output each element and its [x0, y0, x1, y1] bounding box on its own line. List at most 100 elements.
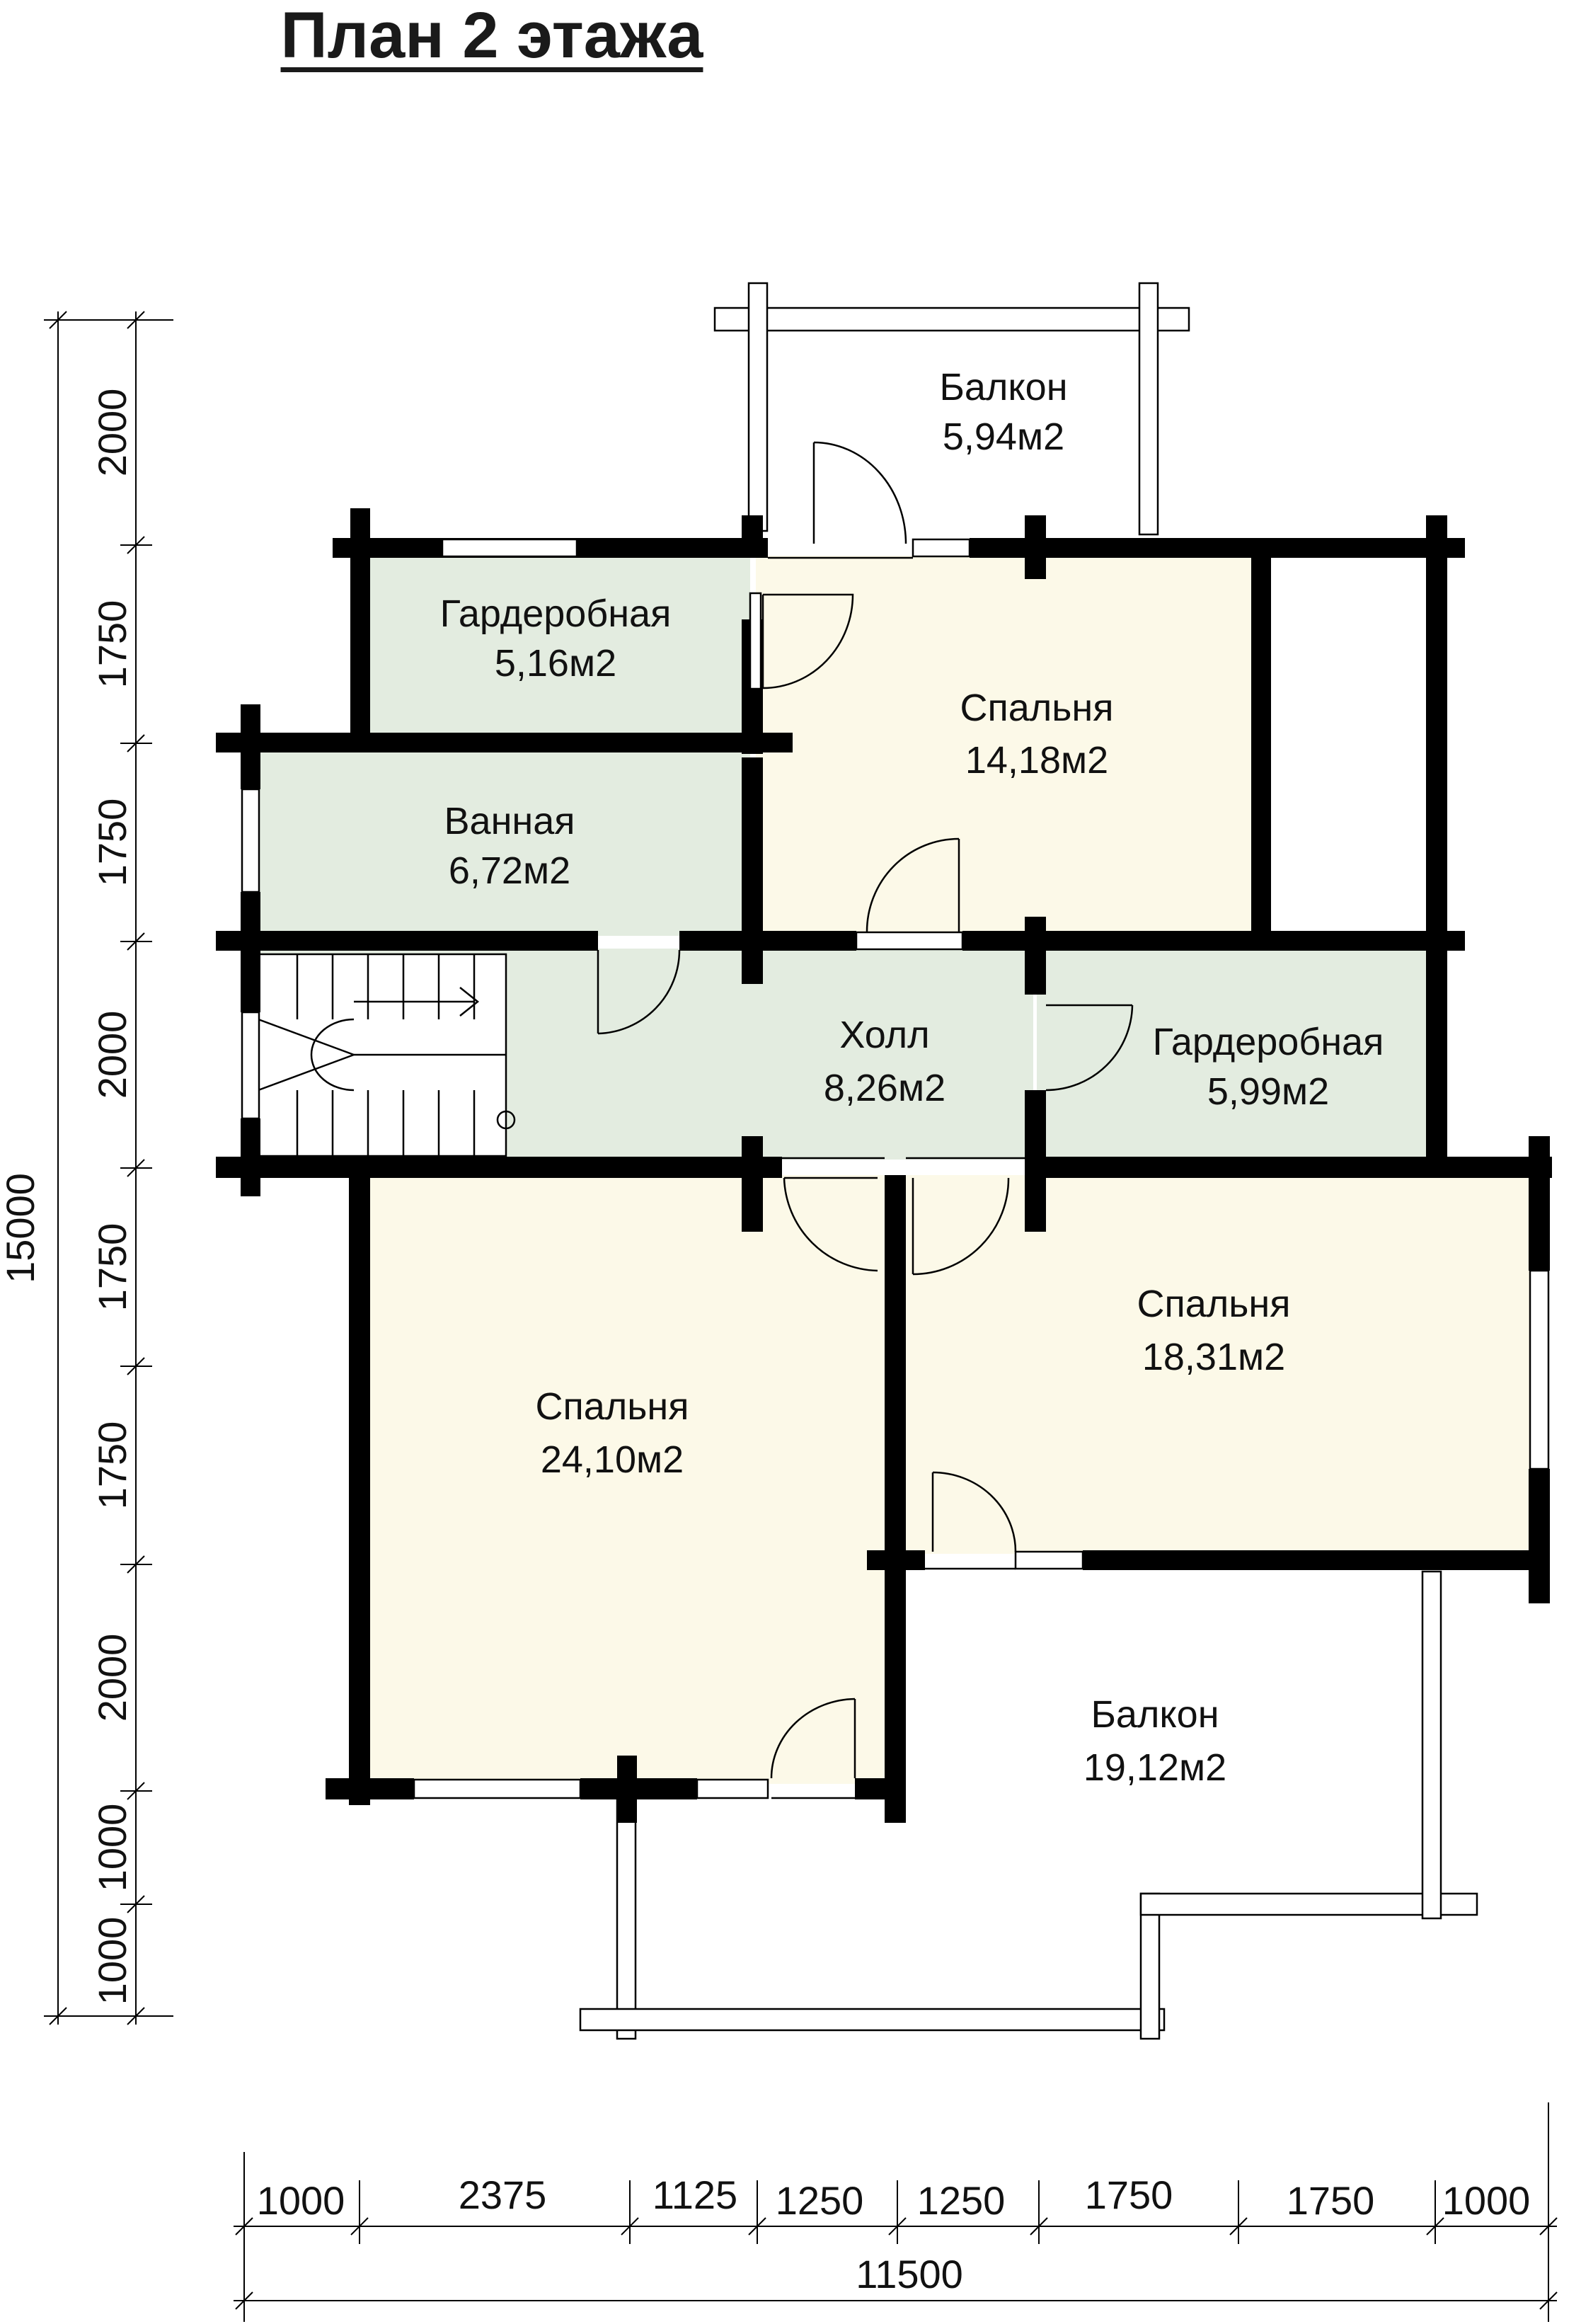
dimension-tick-mark [1539, 2217, 1558, 2236]
wall [742, 515, 763, 544]
room-area: 6,72м2 [449, 849, 570, 892]
bedroom-2-fill [904, 1175, 1538, 1554]
wall [867, 1550, 925, 1570]
room-area: 5,16м2 [495, 642, 616, 685]
wall [885, 1175, 906, 1823]
window [241, 788, 260, 893]
wall [241, 949, 260, 1012]
room-area: 24,10м2 [541, 1438, 684, 1481]
railing-top-left [747, 282, 769, 532]
room-area: 5,99м2 [1207, 1070, 1329, 1113]
plan-title: План 2 этажа [280, 0, 703, 71]
room-name: Балкон [1091, 1693, 1219, 1736]
window [413, 1778, 582, 1799]
dimension-tick-mark [127, 1782, 145, 1800]
door-balcony-bottom-left [770, 1698, 856, 1799]
wall [742, 1136, 763, 1232]
room-name: Балкон [939, 366, 1067, 408]
railing-bottom-left [616, 1790, 637, 2040]
window [912, 538, 971, 558]
bedroom-3-fill [364, 1175, 892, 1784]
stair-start-mark [496, 1110, 516, 1130]
dimension-tick-mark [49, 311, 67, 329]
railing-bottom-step-v [1139, 1892, 1161, 2040]
door-swing [770, 1698, 856, 1779]
railing-top-right [1138, 282, 1159, 536]
railing-top-horizontal [713, 307, 1190, 332]
wall [970, 538, 1465, 558]
wall [617, 1756, 637, 1823]
room-name: Спальня [536, 1385, 689, 1428]
room-name: Спальня [1137, 1283, 1291, 1325]
door-bedroom-3 [782, 1157, 885, 1272]
dimension-label: 1750 [1085, 2173, 1173, 2217]
door-swing [762, 593, 854, 689]
bathroom-fill [255, 750, 750, 936]
doors [597, 441, 1134, 1799]
dimension-tick-mark [127, 1159, 145, 1177]
wardrobe-2-fill [1037, 949, 1426, 1160]
door-balcony-top [768, 441, 913, 559]
dimension-total-label: 11500 [856, 2252, 963, 2296]
railing-bottom-step-h [1139, 1892, 1478, 1916]
window [1529, 1269, 1550, 1470]
wall [1251, 556, 1271, 938]
dimension-label: 1000 [1442, 2178, 1531, 2223]
door-swing [783, 1177, 878, 1272]
window [749, 592, 762, 690]
window [241, 1011, 260, 1120]
dimension-tick-mark [350, 2217, 369, 2236]
balcony-railings [579, 282, 1478, 2040]
wall [1025, 917, 1046, 995]
dimension-bottom-labels: 1000 2375 1125 1250 1250 1750 1750 1000 … [257, 2173, 1531, 2296]
door-swing [932, 1471, 1017, 1552]
dimension-tick-mark [127, 311, 145, 329]
dimension-tick-mark [127, 536, 145, 554]
wall [1025, 515, 1046, 579]
dimension-label: 2000 [90, 389, 134, 477]
stair-winder-line [258, 1053, 355, 1092]
door-swing [813, 441, 907, 544]
door-bathroom [597, 949, 681, 1035]
dimension-tick-mark [49, 2007, 67, 2025]
dimension-tick-mark [888, 2217, 907, 2236]
dimension-label: 2375 [459, 2173, 547, 2217]
dimension-tick-mark [127, 932, 145, 951]
dimension-left-labels: 2000 1750 1750 2000 1750 1750 2000 1000 … [0, 389, 134, 2005]
dimension-label: 1250 [776, 2178, 864, 2223]
door-swing [1045, 1004, 1134, 1092]
wall [1426, 515, 1447, 1174]
door-wardrobe-2 [1045, 1004, 1134, 1092]
room-name: Гардеробная [1153, 1021, 1384, 1063]
dimension-tick-mark [235, 2217, 253, 2236]
room-name: Ванная [444, 800, 575, 842]
wall [241, 704, 260, 789]
dimension-label: 1000 [90, 1917, 134, 2005]
wall [216, 931, 598, 951]
dimension-label: 2000 [90, 1011, 134, 1099]
room-name: Гардеробная [440, 593, 672, 635]
door-balcony-bottom-right [906, 1471, 1017, 1570]
wall [1529, 1136, 1550, 1271]
dimension-label: 1250 [917, 2178, 1006, 2223]
room-name: Холл [839, 1014, 929, 1056]
stair-arrow-head [459, 987, 480, 1017]
dimension-label: 1000 [90, 1804, 134, 1892]
door-swing [597, 949, 681, 1035]
room-area: 5,94м2 [943, 416, 1064, 458]
door-opening [855, 931, 964, 951]
dimension-label: 1750 [90, 600, 134, 689]
stair-winder [310, 1018, 355, 1092]
staircase [257, 953, 516, 1157]
wall [1083, 1550, 1550, 1570]
wall [855, 1778, 904, 1799]
wall [679, 931, 856, 951]
room-name: Спальня [960, 687, 1114, 729]
dimension-label: 2000 [90, 1634, 134, 1722]
wall [216, 733, 793, 752]
dimension-label: 1000 [257, 2178, 345, 2223]
dimension-tick-mark [1030, 2217, 1048, 2236]
door-swing [912, 1177, 1010, 1276]
room-labels: Балкон 5,94м2 Гардеробная 5,16м2 Спальня… [440, 366, 1384, 1789]
wall [1529, 1469, 1550, 1603]
